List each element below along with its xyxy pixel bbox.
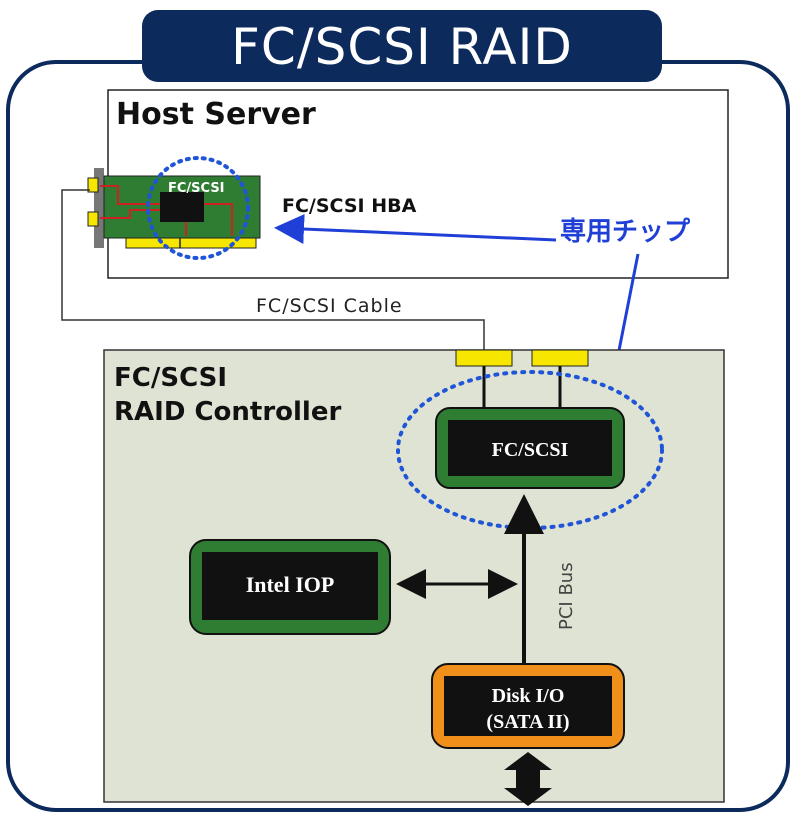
hba-label: FC/SCSI HBA [282, 195, 417, 217]
intel-iop-label: Intel IOP [246, 572, 335, 597]
title-banner: FC/SCSI RAID [142, 10, 662, 82]
intel-iop-chip: Intel IOP [189, 539, 391, 635]
hba-bracket [94, 168, 104, 248]
controller-label-line1: FC/SCSI [114, 363, 227, 393]
controller-fc-scsi-label: FC/SCSI [492, 439, 569, 461]
hba-chip [160, 192, 204, 222]
arrow-to-hba [274, 214, 557, 245]
hba-card: FC/SCSI [87, 156, 261, 260]
dedicated-chip-label: 専用チップ [560, 217, 691, 247]
disk-io-label-line1: Disk I/O [492, 685, 565, 707]
hba-chip-label: FC/SCSI [168, 181, 225, 196]
page-title: FC/SCSI RAID [231, 18, 573, 76]
controller-chip-highlight [396, 370, 664, 530]
disk-io-label-line2: (SATA II) [486, 711, 569, 733]
disk-bottom-arrow [504, 752, 552, 806]
host-server-label: Host Server [116, 97, 316, 132]
controller-connector-1 [455, 349, 513, 367]
fc-scsi-cable [61, 189, 485, 356]
pci-bus-label: PCI Bus [556, 562, 577, 630]
controller-label-line2: RAID Controller [114, 397, 341, 427]
hba-chip-highlight [146, 156, 250, 260]
disk-io-chip: Disk I/O (SATA II) [431, 663, 625, 749]
cable-label: FC/SCSI Cable [256, 295, 403, 317]
controller-connector-2 [531, 349, 589, 367]
controller-fc-scsi-chip: FC/SCSI [435, 407, 625, 489]
